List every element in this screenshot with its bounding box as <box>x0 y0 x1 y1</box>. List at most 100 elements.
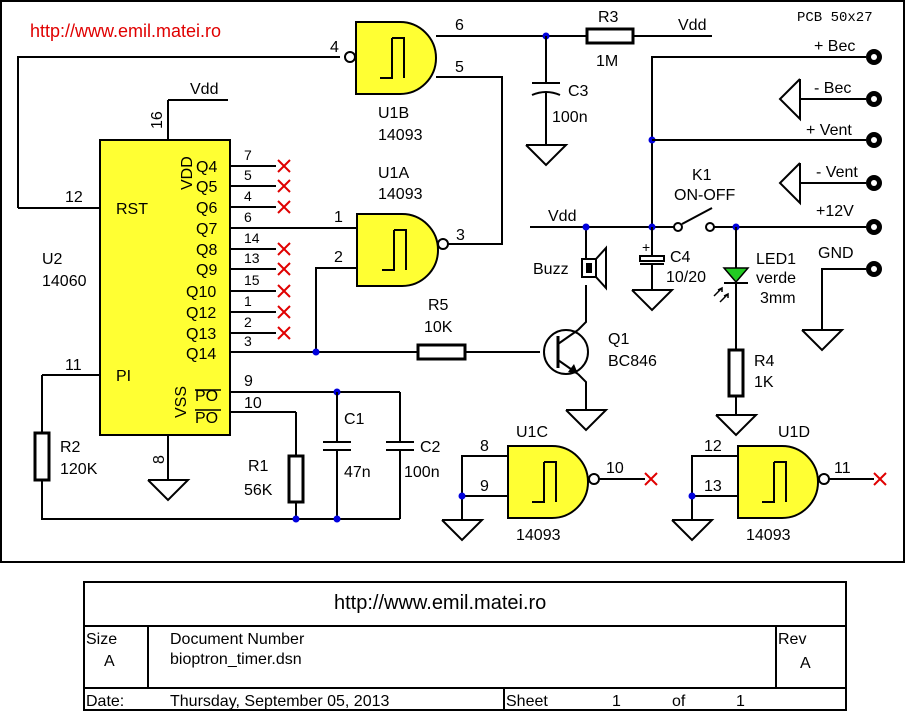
c2-val: 100n <box>404 464 440 481</box>
u1c-ref: U1C <box>516 424 548 441</box>
connector-block: + Bec - Bec + Vent - Vent +12V GND <box>778 38 882 352</box>
tb-rev: A <box>800 655 811 672</box>
r5-resistor <box>416 343 467 361</box>
u2-pin16-num: 16 <box>149 111 166 129</box>
u1b-part: 14093 <box>378 127 423 144</box>
u2-pin6-num: 6 <box>244 209 252 225</box>
u2-ref: U2 <box>42 251 63 268</box>
led1-color: verde <box>756 270 796 287</box>
r2-val: 120K <box>60 461 98 478</box>
led1-ref: LED1 <box>756 251 796 268</box>
r1-val: 56K <box>244 482 273 499</box>
tb-date-label: Date: <box>86 693 124 710</box>
conn-vent-plus: + Vent <box>806 122 852 139</box>
c1-ref: C1 <box>344 411 365 428</box>
tb-date: Thursday, September 05, 2013 <box>170 693 389 710</box>
c4-ref: C4 <box>670 249 691 266</box>
u2-vss-label: VSS <box>173 386 190 418</box>
u2-pin10-num: 10 <box>244 395 262 412</box>
r1-resistor <box>287 454 305 504</box>
nc-marks <box>277 159 291 340</box>
u2-pin7-num: 7 <box>244 147 252 163</box>
tb-sheet-total: 1 <box>736 693 745 710</box>
u2-pin9-num: 9 <box>244 373 253 390</box>
header-url: http://www.emil.matei.ro <box>30 21 221 41</box>
title-block: http://www.emil.matei.ro Size A Document… <box>83 581 847 711</box>
r2-resistor <box>33 431 51 482</box>
u2-pin13-num: 13 <box>244 250 260 266</box>
buzz-ref: Buzz <box>533 261 569 278</box>
u2-q12-label: Q12 <box>186 305 216 322</box>
k1-ref: K1 <box>692 167 712 184</box>
u1b-gate: 4 6 5 U1B 14093 <box>330 17 586 245</box>
conn-vent-minus: - Vent <box>816 164 858 181</box>
c3-ref: C3 <box>568 83 589 100</box>
conn-bec-minus: - Bec <box>814 80 851 97</box>
u1b-out-num: 4 <box>330 39 339 56</box>
r1-ref: R1 <box>248 458 269 475</box>
u1c-in2-num: 9 <box>480 478 489 495</box>
q1-val: BC846 <box>608 353 657 370</box>
u1c-out-num: 10 <box>606 460 624 477</box>
c4-val: 10/20 <box>666 269 706 286</box>
u1d-part: 14093 <box>746 527 791 544</box>
u2-vdd-net: Vdd <box>190 81 218 98</box>
c1-val: 47n <box>344 464 371 481</box>
r5-val: 10K <box>424 319 453 336</box>
conn-gnd: GND <box>818 245 854 262</box>
u2-q14-label: Q14 <box>186 346 216 363</box>
u2-q8-label: Q8 <box>196 242 217 259</box>
k1-val: ON-OFF <box>674 187 736 204</box>
u2-vdd-label: VDD <box>179 156 196 190</box>
u2-rst-label: RST <box>116 201 148 218</box>
u2-part: 14060 <box>42 273 87 290</box>
u2-q7-label: Q7 <box>196 221 217 238</box>
u2-pin15-num: 15 <box>244 272 260 288</box>
r3-val: 1M <box>596 53 618 70</box>
u1d-ref: U1D <box>778 424 810 441</box>
u1b-ref: U1B <box>378 105 409 122</box>
u2-q6-label: Q6 <box>196 200 217 217</box>
pcb-size-label: PCB 50x27 <box>797 10 873 26</box>
r3-resistor <box>585 27 635 45</box>
u2-pin12-num: 12 <box>65 189 83 206</box>
u2-q10-label: Q10 <box>186 284 216 301</box>
mid-vdd-net: Vdd <box>548 208 576 225</box>
u1a-in1-num: 1 <box>334 209 343 226</box>
u1c-body <box>507 445 589 519</box>
u1d-gate: 12 13 11 U1D 14093 <box>671 424 887 544</box>
tb-doc-label: Document Number <box>170 631 305 648</box>
u2-q4-label: Q4 <box>196 159 217 176</box>
u1d-in1-num: 12 <box>704 438 722 455</box>
u1c-part: 14093 <box>516 527 561 544</box>
u1c-gate: 8 9 10 U1C 14093 <box>441 424 658 544</box>
u2-pin5-num: 5 <box>244 167 252 183</box>
conn-bec-plus: + Bec <box>814 38 855 55</box>
u1d-out-num: 11 <box>834 460 851 477</box>
u2-pin1-num: 1 <box>244 293 252 309</box>
r4-val: 1K <box>754 374 774 391</box>
u2-q5-label: Q5 <box>196 179 217 196</box>
tb-url: http://www.emil.matei.ro <box>334 592 546 614</box>
u2-po-label: PO <box>195 388 218 405</box>
u2-pin14-num: 14 <box>244 230 260 246</box>
u2-pin3-num: 3 <box>244 333 252 349</box>
u1a-ref: U1A <box>378 165 409 182</box>
u1a-in2-num: 2 <box>334 249 343 266</box>
r4-resistor <box>727 348 745 398</box>
u2-pin8-num: 8 <box>151 455 168 464</box>
u2-q9-label: Q9 <box>196 262 217 279</box>
u2-counter: U2 14060 Vdd 16 VDD 8 VSS 12 RST 1 1 PI 9… <box>18 81 540 502</box>
u1a-body <box>356 213 439 287</box>
buzzer: Buzz <box>533 227 607 291</box>
r3-ref: R3 <box>598 9 619 26</box>
u2-q13-label: Q13 <box>186 326 216 343</box>
tb-rev-label: Rev <box>778 631 806 648</box>
u1b-in1-num: 6 <box>455 17 464 34</box>
u1d-in2-num: 13 <box>704 478 722 495</box>
u1d-body <box>737 445 819 519</box>
svg-text:+: + <box>642 239 650 255</box>
u2-body <box>99 139 231 436</box>
u2-pi-label: PI <box>116 368 131 385</box>
